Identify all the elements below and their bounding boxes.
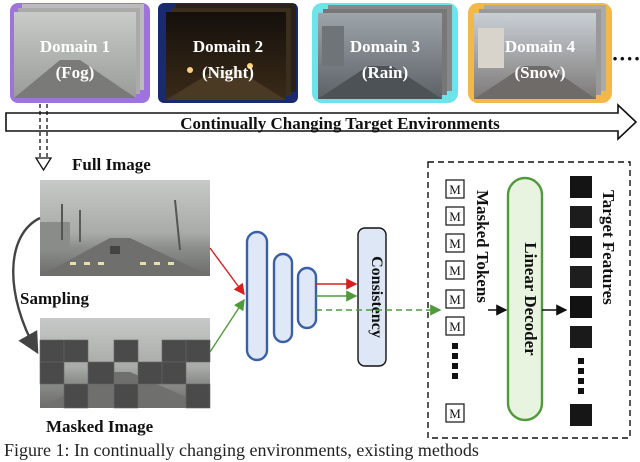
target-features-label: Target Features <box>599 190 618 305</box>
token-3: M <box>445 233 465 253</box>
masked-image <box>39 318 211 409</box>
domain-2-card: Domain 2 (Night) <box>158 3 298 103</box>
token-last-symbol: M <box>449 406 461 421</box>
token-dots <box>452 343 458 379</box>
token-3-symbol: M <box>449 236 461 251</box>
environments-arrow: Continually Changing Target Environments <box>5 103 638 141</box>
masked-tokens-label: Masked Tokens <box>473 190 492 303</box>
domain-4-name: Domain 4 <box>505 37 576 56</box>
token-2: M <box>445 206 465 226</box>
masked-image-arrow <box>209 298 245 353</box>
sampling-arrow <box>12 216 41 355</box>
domain-1-name: Domain 1 <box>40 37 110 56</box>
feature-2 <box>570 206 592 228</box>
encoder-layer-1 <box>245 230 269 362</box>
full-image <box>40 180 210 276</box>
linear-decoder: Linear Decoder <box>506 176 544 422</box>
target-features <box>570 176 592 426</box>
feature-6 <box>570 326 592 348</box>
feature-dots <box>578 358 584 394</box>
figure-caption: Figure 1: In continually changing enviro… <box>4 440 479 460</box>
token-1: M <box>445 179 465 199</box>
domain-3-name: Domain 3 <box>350 37 420 56</box>
encoder-layer-2 <box>272 252 294 344</box>
domain-2-name: Domain 2 <box>193 37 263 56</box>
masked-tokens: M M M M M M M <box>445 179 465 423</box>
decoder-label: Linear Decoder <box>521 242 540 356</box>
domain-4-condition: (Snow) <box>514 63 565 82</box>
feature-4 <box>570 266 592 288</box>
token-5-symbol: M <box>449 292 461 307</box>
sampling-label: Sampling <box>20 289 89 308</box>
token-last: M <box>445 403 465 423</box>
masked-image-label: Masked Image <box>46 417 154 436</box>
domain-1-condition: (Fog) <box>56 63 95 82</box>
encoder-layer-3 <box>296 266 318 330</box>
domain-3-condition: (Rain) <box>362 63 408 82</box>
domain-2-condition: (Night) <box>202 63 254 82</box>
token-2-symbol: M <box>449 209 461 224</box>
feature-last <box>570 404 592 426</box>
feature-5 <box>570 296 592 318</box>
feature-3 <box>570 236 592 258</box>
domains-ellipsis: ···· <box>611 46 640 71</box>
consistency-label: Consistency <box>368 256 385 338</box>
consistency-box: Consistency <box>357 227 387 367</box>
token-6: M <box>445 316 465 336</box>
sample-arrow <box>34 104 53 172</box>
token-5: M <box>445 289 465 309</box>
decoder-panel <box>427 161 631 439</box>
environments-label: Continually Changing Target Environments <box>180 114 500 133</box>
domain-3-card: Domain 3 (Rain) <box>312 3 458 103</box>
token-1-symbol: M <box>449 182 461 197</box>
feature-1 <box>570 176 592 198</box>
domain-4-card: Domain 4 (Snow) <box>468 3 612 103</box>
domain-1-card: Domain 1 (Fog) <box>10 3 150 103</box>
full-image-arrow <box>209 247 245 296</box>
token-4: M <box>445 260 465 280</box>
figure: Domain 1 (Fog) Domain 2 (Night) Domain 3… <box>5 3 640 439</box>
full-image-label: Full Image <box>72 155 151 174</box>
encoder <box>245 230 318 362</box>
token-4-symbol: M <box>449 263 461 278</box>
token-6-symbol: M <box>449 319 461 334</box>
